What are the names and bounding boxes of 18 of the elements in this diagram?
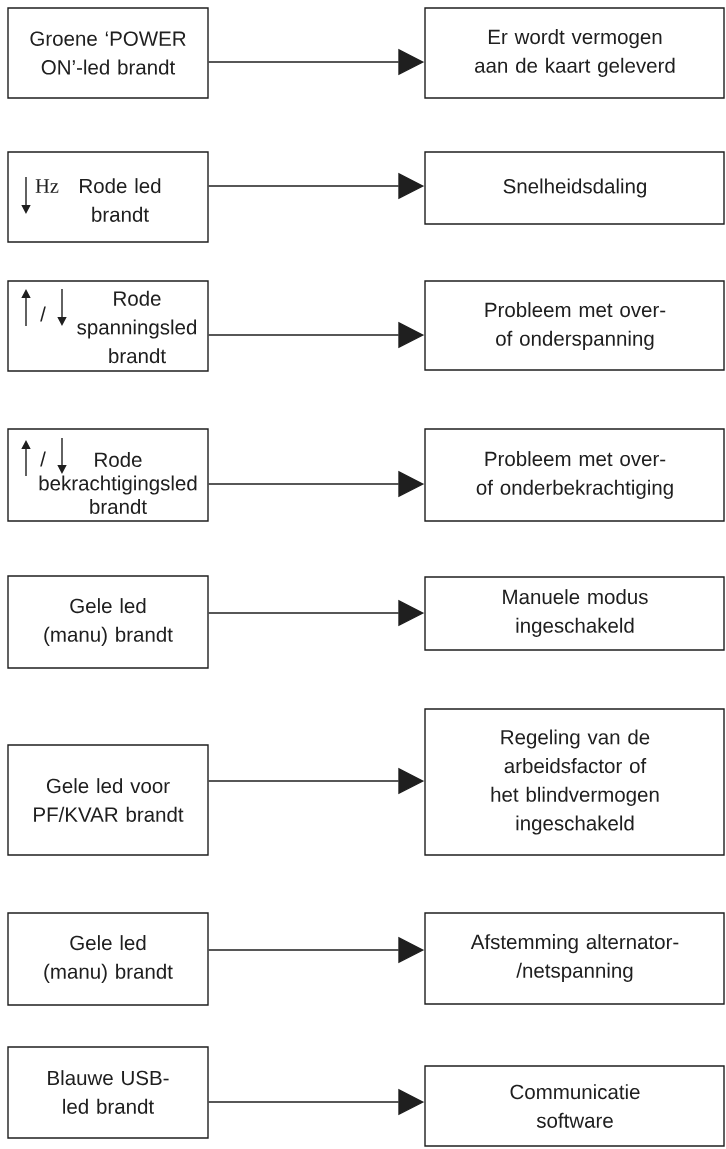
node-label: /: [40, 306, 46, 322]
node-label: Rode spanningsled brandt: [77, 290, 197, 364]
process-box: Manuele modus ingeschakeld: [424, 576, 725, 651]
process-box: Communicatie software: [424, 1065, 725, 1147]
process-box: Er wordt vermogen aan de kaart geleverd: [424, 7, 725, 99]
process-box: Gele led (manu) brandt: [7, 575, 209, 669]
process-box: Groene ‘POWER ON’-led brandt: [7, 7, 209, 99]
process-box: Snelheidsdaling: [424, 151, 725, 225]
process-box: Probleem met over- of onderbekrachtiging: [424, 428, 725, 522]
process-box: / Rode bekrachtigingsled brandt: [7, 428, 209, 522]
process-box: Blauwe USB-led brandt: [7, 1046, 209, 1139]
process-box: Hz Rode led brandt: [7, 151, 209, 243]
process-box: Gele led (manu) brandt: [7, 912, 209, 1006]
process-box: Regeling van de arbeidsfactor of het blindvermogen ingeschakeld: [424, 708, 725, 856]
process-box: Gele led voor PF/KVAR brandt: [7, 744, 209, 856]
process-box: Afstemming alternator-/netspanning: [424, 912, 725, 1005]
process-box: / Rode spanningsled brandt: [7, 280, 209, 372]
process-box: Probleem met over- of onderspanning: [424, 280, 725, 371]
